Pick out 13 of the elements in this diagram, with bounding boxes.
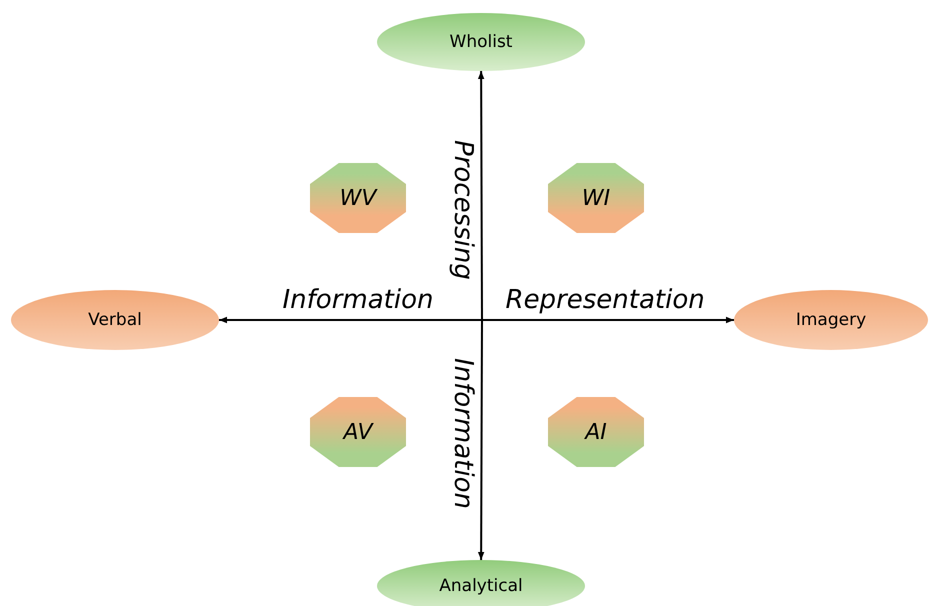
- node-label: WV: [340, 186, 376, 210]
- node-label: AI: [585, 420, 607, 444]
- node-label: Imagery: [796, 310, 866, 330]
- node-label: AV: [343, 420, 372, 444]
- arrow: [219, 316, 482, 324]
- node-label: Verbal: [88, 310, 142, 330]
- node-label: Analytical: [439, 576, 523, 596]
- node-label: Wholist: [450, 32, 512, 52]
- arrow: [478, 320, 484, 560]
- edge-label: Processing: [448, 138, 478, 282]
- arrow: [482, 316, 734, 324]
- node-label: WI: [582, 186, 610, 210]
- arrow: [478, 71, 484, 320]
